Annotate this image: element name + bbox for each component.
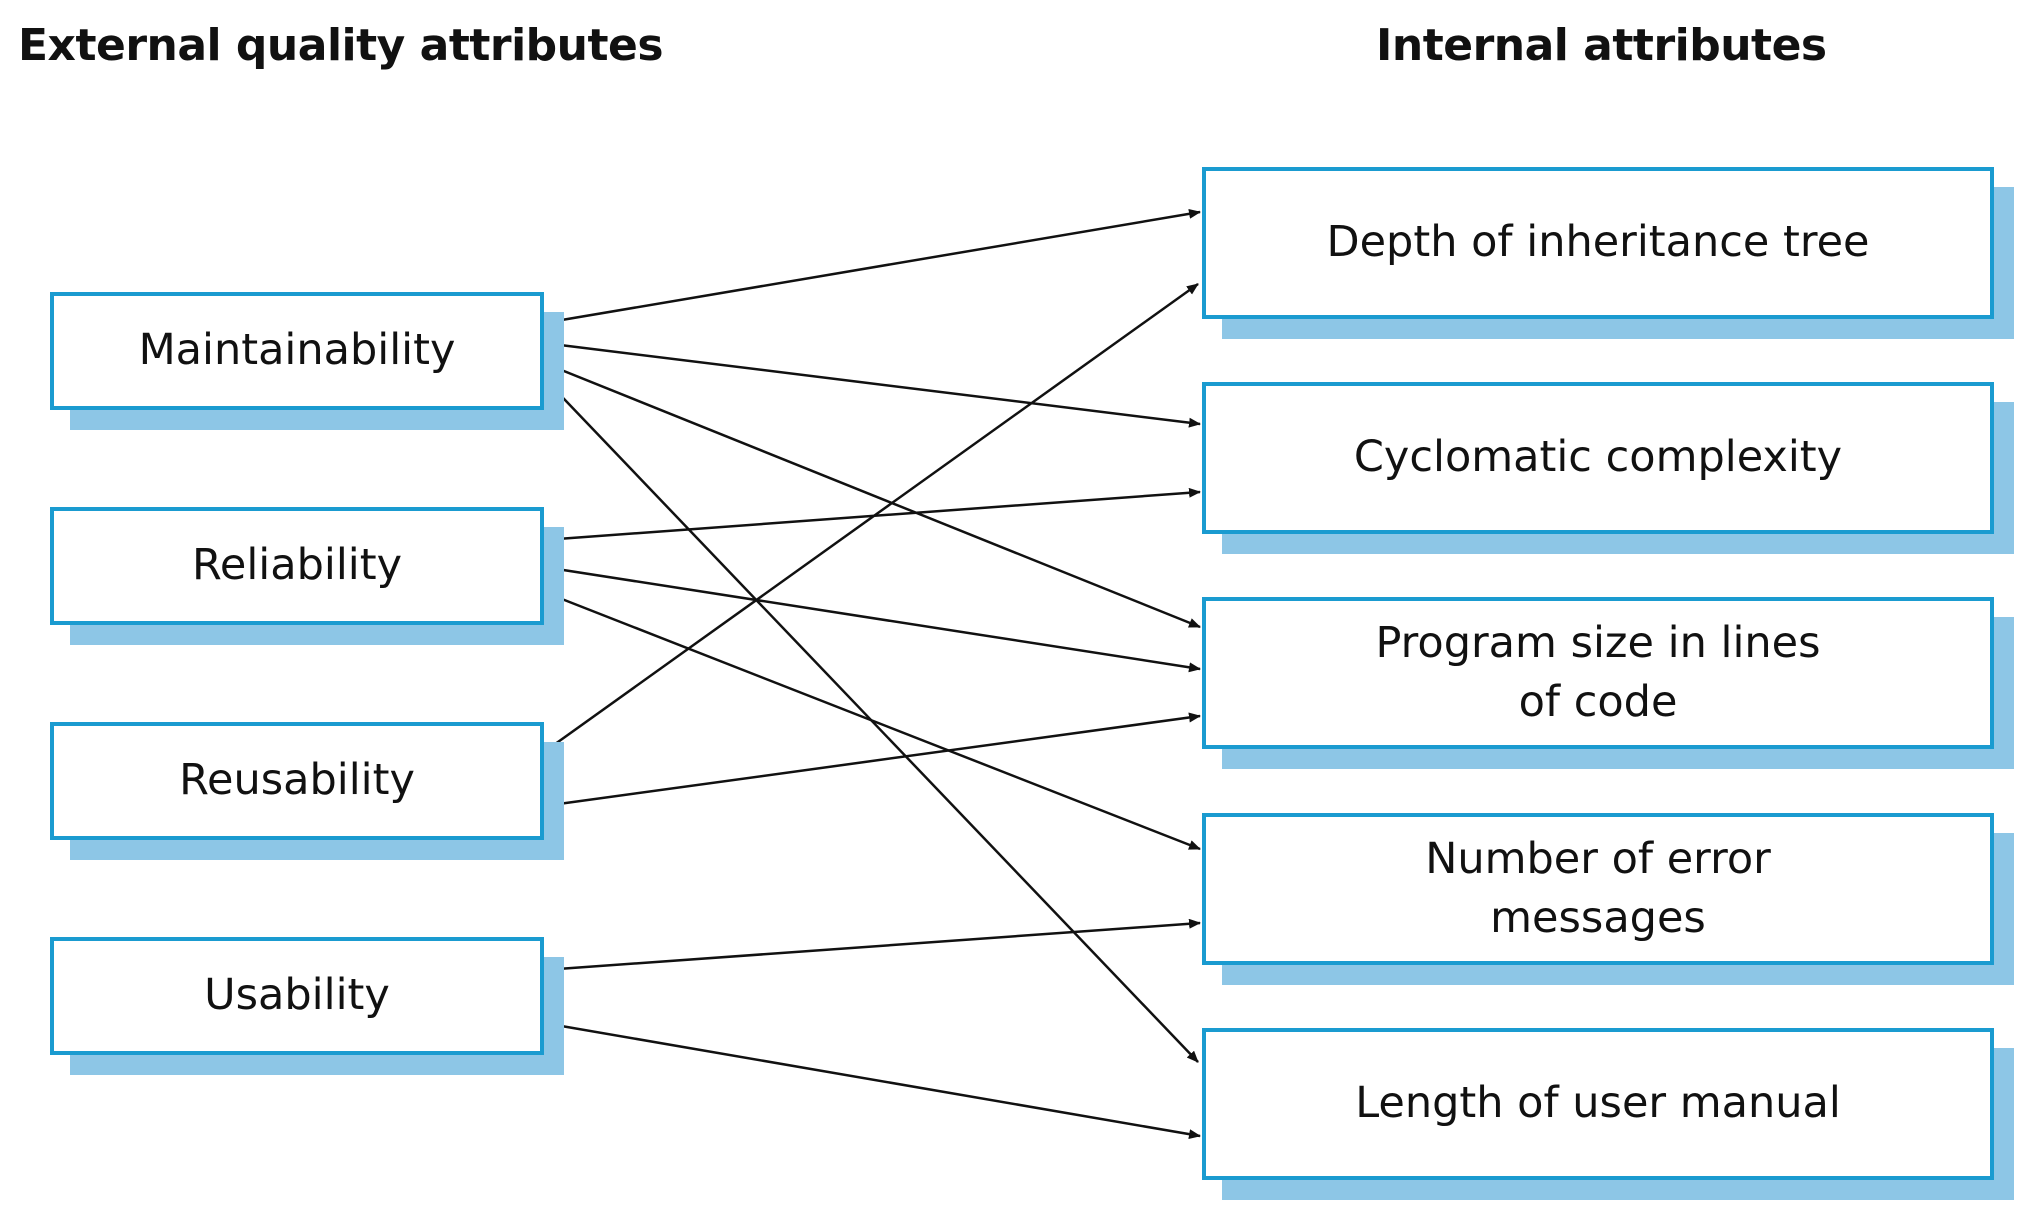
internal-attribute-box-cyclomatic-complexity: Cyclomatic complexity	[1202, 382, 1994, 534]
external-attribute-box-reliability: Reliability	[50, 507, 544, 625]
arrow-maintainability-to-cyclomatic-complexity	[543, 341, 1201, 428]
external-attribute-box-reusability: Reusability	[50, 722, 544, 840]
internal-attribute-label: Length of user manual	[1355, 1078, 1841, 1129]
arrow-reusability-to-depth-of-inheritance-tree	[543, 282, 1199, 754]
external-attribute-box-usability: Usability	[50, 937, 544, 1055]
external-attribute-label: Maintainability	[138, 325, 456, 376]
external-attributes-heading: External quality attributes	[18, 20, 664, 71]
internal-attributes-heading: Internal attributes	[1376, 20, 1827, 71]
internal-attribute-label: Depth of inheritance tree	[1326, 217, 1870, 268]
internal-attribute-label: Program size in lines of code	[1375, 617, 1821, 727]
arrow-maintainability-to-program-size	[543, 361, 1201, 629]
external-attribute-label: Reliability	[191, 540, 403, 591]
external-attribute-box-maintainability: Maintainability	[50, 292, 544, 410]
internal-attribute-box-depth-of-inheritance-tree: Depth of inheritance tree	[1202, 167, 1994, 319]
arrow-usability-to-number-of-error-messages	[543, 918, 1201, 972]
internal-attribute-label: Number of error messages	[1425, 833, 1771, 943]
external-attribute-label: Usability	[204, 970, 390, 1021]
arrow-maintainability-to-depth-of-inheritance-tree	[543, 208, 1201, 325]
arrow-usability-to-length-of-user-manual	[543, 1021, 1201, 1140]
internal-attribute-label: Cyclomatic complexity	[1353, 432, 1843, 483]
internal-attribute-box-program-size: Program size in lines of code	[1202, 597, 1994, 749]
internal-attribute-box-number-of-error-messages: Number of error messages	[1202, 813, 1994, 965]
external-attribute-label: Reusability	[179, 755, 415, 806]
arrow-reusability-to-program-size	[543, 712, 1201, 808]
arrow-lines	[543, 208, 1201, 1140]
internal-attribute-box-length-of-user-manual: Length of user manual	[1202, 1028, 1994, 1180]
arrow-reliability-to-program-size	[543, 565, 1201, 673]
arrow-reliability-to-number-of-error-messages	[543, 590, 1201, 851]
